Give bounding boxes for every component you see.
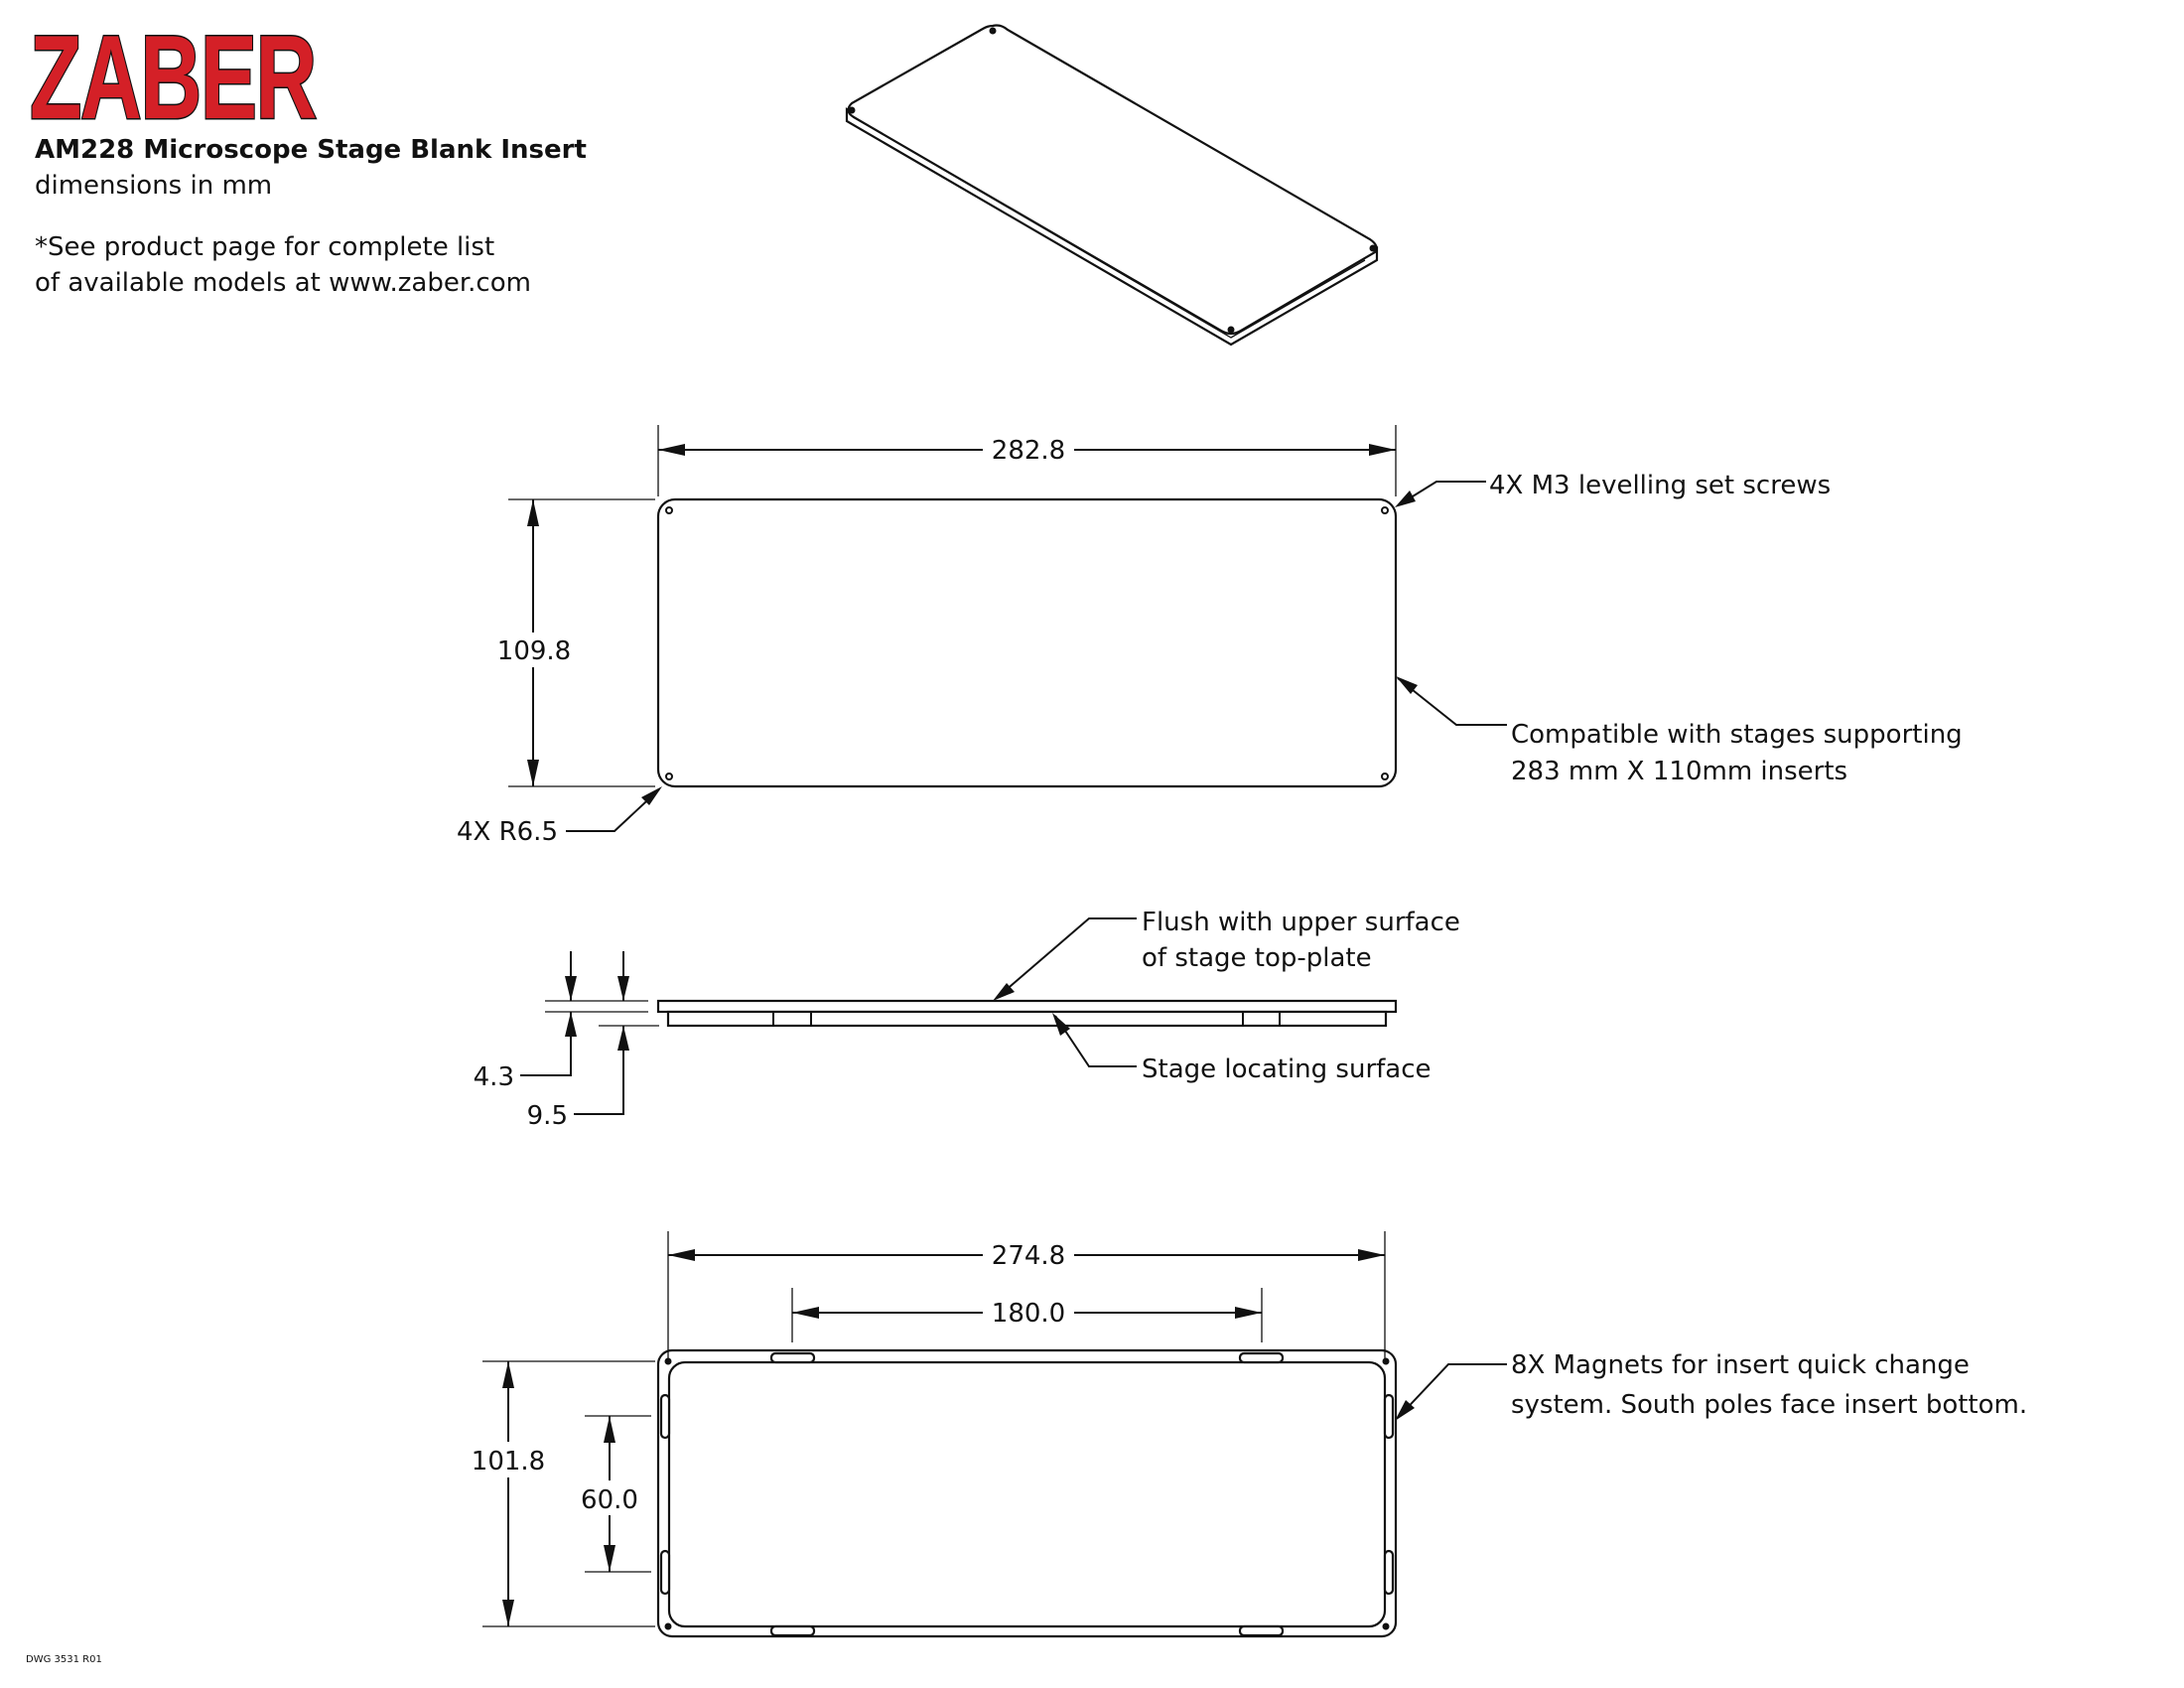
corner-radius-callout: 4X R6.5 (457, 817, 558, 847)
bottom-screw (664, 1357, 672, 1365)
bottom-screw (664, 1622, 672, 1630)
dim-width-282-8: 282.8 (992, 436, 1065, 466)
zaber-logo: ZABER (30, 11, 316, 144)
dim-magnet-spacing-x: 180.0 (992, 1299, 1065, 1329)
flush-note-line2: of stage top-plate (1142, 943, 1372, 973)
dim-thickness-4-3: 4.3 (474, 1062, 514, 1092)
screw-hole (665, 773, 673, 780)
magnet (659, 1393, 671, 1440)
product-note-line2: of available models at www.zaber.com (35, 268, 531, 298)
top-view: 282.8 109.8 4X R6.5 4X M3 levelling set … (457, 425, 1963, 847)
magnet (1238, 1351, 1285, 1364)
side-top-plate (656, 999, 1398, 1014)
units-note: dimensions in mm (35, 171, 272, 201)
top-plate-outline (656, 497, 1398, 788)
iso-plate-top-face (847, 24, 1378, 336)
iso-screw-hole (1369, 244, 1377, 252)
drawing-title: AM228 Microscope Stage Blank Insert (35, 135, 587, 165)
screws-callout: 4X M3 levelling set screws (1489, 471, 1831, 500)
bottom-inner-outline (667, 1360, 1387, 1628)
dim-height-109-8: 109.8 (497, 636, 571, 666)
magnet (1383, 1549, 1395, 1596)
compat-note-line1: Compatible with stages supporting (1511, 720, 1963, 750)
locating-note: Stage locating surface (1142, 1055, 1432, 1084)
bottom-screw (1382, 1622, 1390, 1630)
dim-width-274-8: 274.8 (992, 1241, 1065, 1271)
magnet (769, 1351, 816, 1364)
iso-screw-hole (989, 27, 997, 35)
compat-note-line2: 283 mm X 110mm inserts (1511, 757, 1847, 786)
screw-hole (1381, 506, 1389, 514)
flush-note-line1: Flush with upper surface (1142, 908, 1460, 937)
bottom-screw (1382, 1357, 1390, 1365)
header: ZABER AM228 Microscope Stage Blank Inser… (29, 10, 587, 299)
magnets-note-line2: system. South poles face insert bottom. (1511, 1390, 2027, 1420)
side-locating-block (666, 1010, 1388, 1028)
screw-hole (665, 506, 673, 514)
isometric-view (845, 24, 1379, 347)
magnet (1383, 1393, 1395, 1440)
magnet (659, 1549, 671, 1596)
magnet (769, 1624, 816, 1637)
magnets-note-line1: 8X Magnets for insert quick change (1511, 1350, 1970, 1380)
bottom-view: 274.8 180.0 101.8 60.0 8X Magnets for in… (472, 1231, 2027, 1638)
screw-hole (1381, 773, 1389, 780)
product-note-line1: *See product page for complete list (35, 232, 494, 262)
side-view: 4.3 9.5 Flush with upper surface of stag… (474, 908, 1460, 1131)
dim-magnet-spacing-y: 60.0 (581, 1485, 638, 1515)
dim-thickness-9-5: 9.5 (527, 1101, 568, 1131)
dim-height-101-8: 101.8 (472, 1447, 545, 1477)
iso-screw-hole (848, 106, 856, 114)
iso-screw-hole (1227, 326, 1235, 334)
drawing-number: DWG 3531 R01 (26, 1654, 102, 1665)
magnet (1238, 1624, 1285, 1637)
